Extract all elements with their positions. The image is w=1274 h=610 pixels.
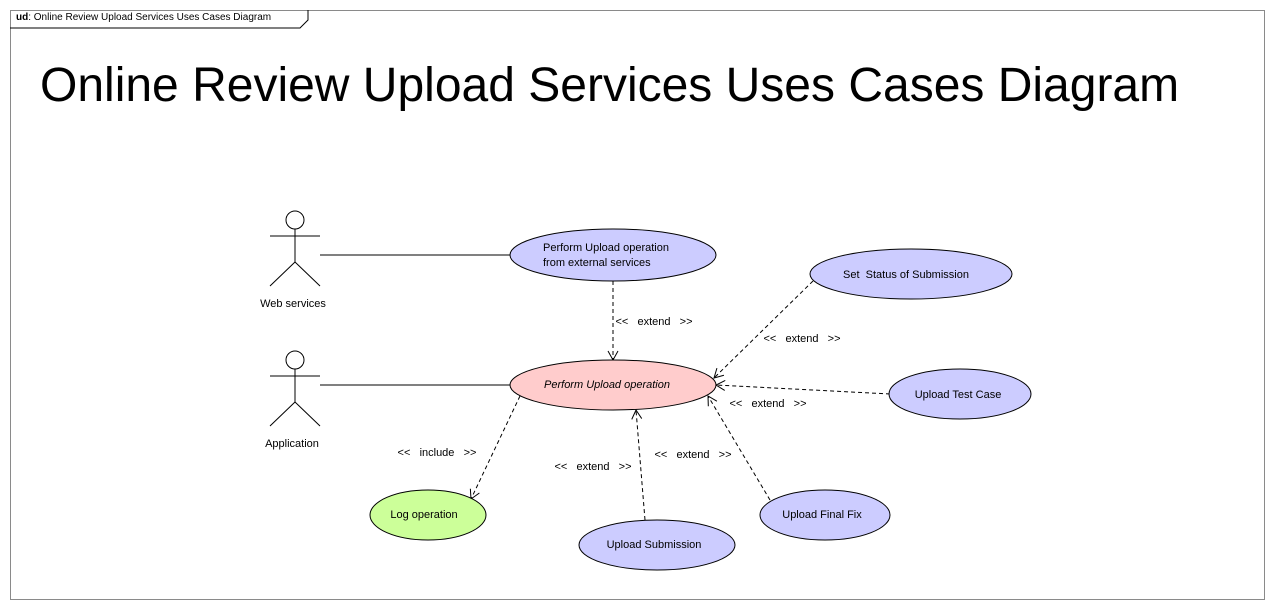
actor-left-leg (269, 261, 296, 287)
use-case-shape (888, 368, 1032, 420)
relation-label: << extend >> (554, 461, 631, 473)
use-case-shape (809, 248, 1013, 300)
frame-tab-label: ud: Online Review Upload Services Uses C… (16, 12, 272, 23)
extend-arrow-submission (631, 408, 646, 521)
actor-head (285, 210, 305, 230)
relation-label: << extend >> (615, 316, 692, 328)
extend-arrow-status (713, 280, 814, 379)
diagram-frame (10, 10, 1265, 600)
actor-label: Application (265, 438, 319, 450)
actor-application[interactable]: Application (265, 350, 321, 450)
use-case-upload-external[interactable]: Perform Upload operation from external s… (509, 228, 717, 282)
relation-label: << extend >> (654, 449, 731, 461)
relation-label: << include >> (398, 447, 477, 459)
use-case-set-status[interactable]: Set Status of Submission (809, 248, 1013, 300)
frame-name: Online Review Upload Services Uses Cases… (33, 12, 272, 23)
actor-label: Web services (260, 298, 326, 310)
use-case-upload-submission[interactable]: Upload Submission (578, 519, 736, 571)
use-case-label-line1: Perform Upload operation (543, 242, 669, 254)
extend-arrow-finalfix (707, 395, 771, 501)
use-case-label: Upload Submission (607, 539, 702, 551)
include-arrow-log (469, 395, 521, 500)
relation-label: << extend >> (763, 333, 840, 345)
use-case-shape (509, 228, 717, 282)
use-case-perform-upload[interactable]: Perform Upload operation (509, 359, 717, 411)
actor-right-leg (294, 401, 321, 427)
use-case-shape (578, 519, 736, 571)
use-case-label: Upload Test Case (915, 389, 1002, 401)
frame-kind: ud (16, 12, 29, 23)
use-case-label: Upload Final Fix (782, 509, 862, 521)
use-case-upload-final-fix[interactable]: Upload Final Fix (759, 489, 891, 541)
use-case-shape (509, 359, 717, 411)
actor-left-leg (269, 401, 296, 427)
actor-right-leg (294, 261, 321, 287)
extend-arrow-testcase (714, 380, 891, 395)
use-case-shape (759, 489, 891, 541)
use-case-shape (369, 489, 487, 541)
diagram-title: Online Review Upload Services Uses Cases… (40, 59, 1180, 112)
use-case-label: Perform Upload operation (544, 379, 670, 391)
use-case-label: Log operation (390, 509, 457, 521)
use-case-label: Set Status of Submission (843, 269, 969, 281)
use-case-label-line2: from external services (543, 257, 651, 269)
relation-label: << extend >> (729, 398, 806, 410)
actor-web-services[interactable]: Web services (260, 210, 326, 310)
use-case-upload-test-case[interactable]: Upload Test Case (888, 368, 1032, 420)
use-case-log-operation[interactable]: Log operation (369, 489, 487, 541)
actor-head (285, 350, 305, 370)
frame-tab-shape (10, 10, 309, 29)
